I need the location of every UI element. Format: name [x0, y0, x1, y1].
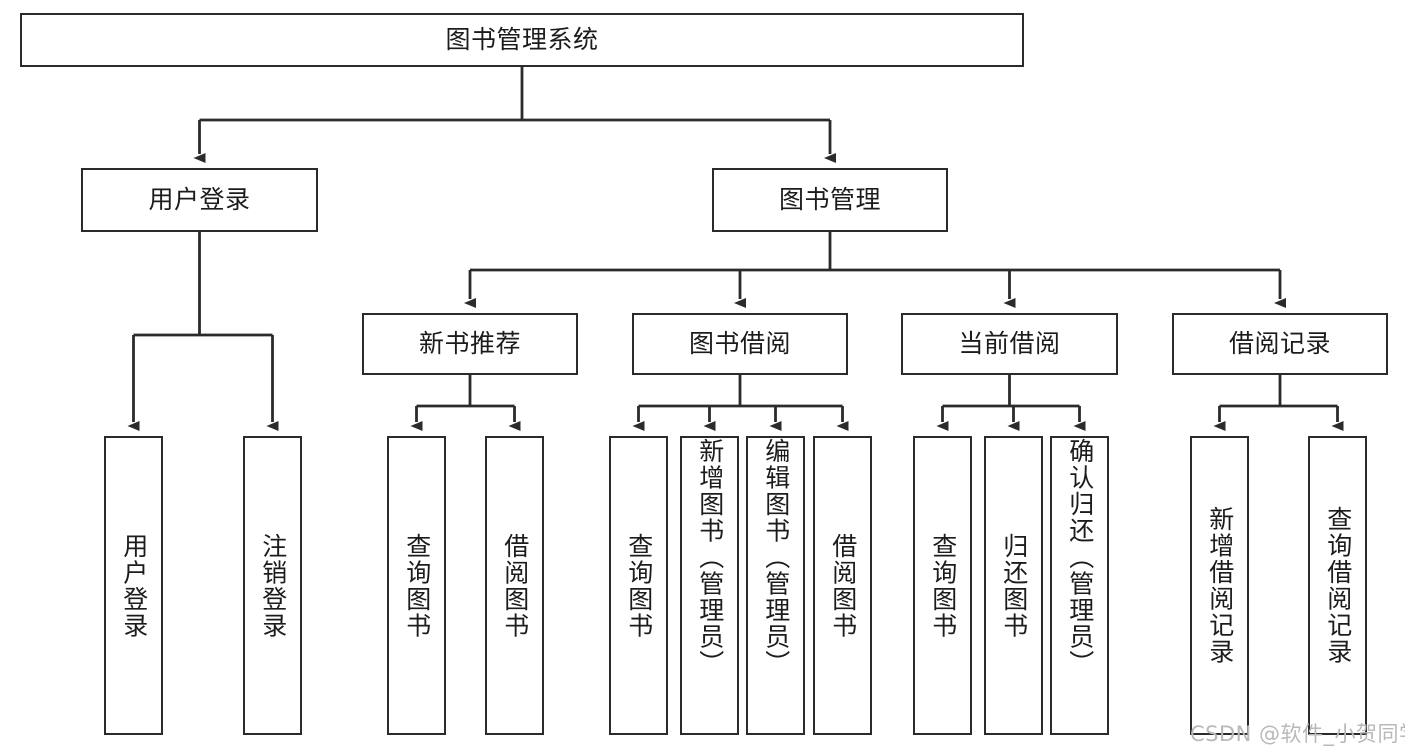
node-leaf-query-record[interactable]: 查询借阅记录: [1308, 436, 1367, 735]
node-leaf-borrow-book-1[interactable]: 借阅图书: [485, 436, 544, 735]
node-leaf-borrow-book-2[interactable]: 借阅图书: [813, 436, 872, 735]
node-leaf-query-book-2[interactable]: 查询图书: [609, 436, 668, 735]
node-leaf-query-book-3[interactable]: 查询图书: [913, 436, 972, 735]
node-leaf-query-book-3-label: 查询图书: [928, 532, 958, 639]
csdn-watermark: CSDN @软件_小贺同学: [1190, 722, 1405, 746]
node-leaf-query-book-1-label: 查询图书: [402, 532, 432, 639]
node-root[interactable]: 图书管理系统: [20, 13, 1024, 67]
node-leaf-return-book-label: 归还图书: [999, 532, 1029, 639]
node-leaf-query-book-2-label: 查询图书: [624, 532, 654, 639]
node-book-manage-label: 图书管理: [778, 184, 881, 214]
node-leaf-borrow-book-1-label: 借阅图书: [500, 532, 530, 639]
node-leaf-logout-login[interactable]: 注销登录: [243, 436, 302, 735]
node-root-label: 图书管理系统: [445, 24, 599, 54]
node-leaf-user-login-label: 用户登录: [119, 532, 149, 639]
node-leaf-borrow-book-2-label: 借阅图书: [828, 532, 858, 639]
node-book-borrow-label: 图书借阅: [688, 328, 791, 358]
node-leaf-confirm-return-label: 确认归还（管理员）: [1065, 438, 1095, 677]
node-leaf-user-login[interactable]: 用户登录: [104, 436, 163, 735]
node-leaf-add-record-label: 新增借阅记录: [1205, 506, 1235, 665]
node-book-borrow[interactable]: 图书借阅: [632, 313, 848, 375]
node-leaf-edit-book-label: 编辑图书（管理员）: [761, 438, 791, 677]
node-borrow-record-label: 借阅记录: [1228, 328, 1331, 358]
node-leaf-return-book[interactable]: 归还图书: [984, 436, 1043, 735]
node-leaf-query-record-label: 查询借阅记录: [1323, 506, 1353, 665]
node-book-manage[interactable]: 图书管理: [712, 168, 948, 232]
node-current-borrow[interactable]: 当前借阅: [901, 313, 1118, 375]
node-leaf-add-book-label: 新增图书（管理员）: [695, 438, 725, 677]
node-user-login-label: 用户登录: [148, 184, 251, 214]
node-leaf-add-book[interactable]: 新增图书（管理员）: [680, 436, 739, 735]
node-user-login[interactable]: 用户登录: [81, 168, 318, 232]
node-leaf-logout-login-label: 注销登录: [258, 532, 288, 639]
node-leaf-confirm-return[interactable]: 确认归还（管理员）: [1050, 436, 1109, 735]
node-borrow-record[interactable]: 借阅记录: [1172, 313, 1388, 375]
node-new-book-recommend[interactable]: 新书推荐: [362, 313, 578, 375]
node-new-book-recommend-label: 新书推荐: [418, 328, 521, 358]
node-leaf-query-book-1[interactable]: 查询图书: [387, 436, 446, 735]
node-leaf-edit-book[interactable]: 编辑图书（管理员）: [746, 436, 805, 735]
node-current-borrow-label: 当前借阅: [958, 328, 1061, 358]
node-leaf-add-record[interactable]: 新增借阅记录: [1190, 436, 1249, 735]
